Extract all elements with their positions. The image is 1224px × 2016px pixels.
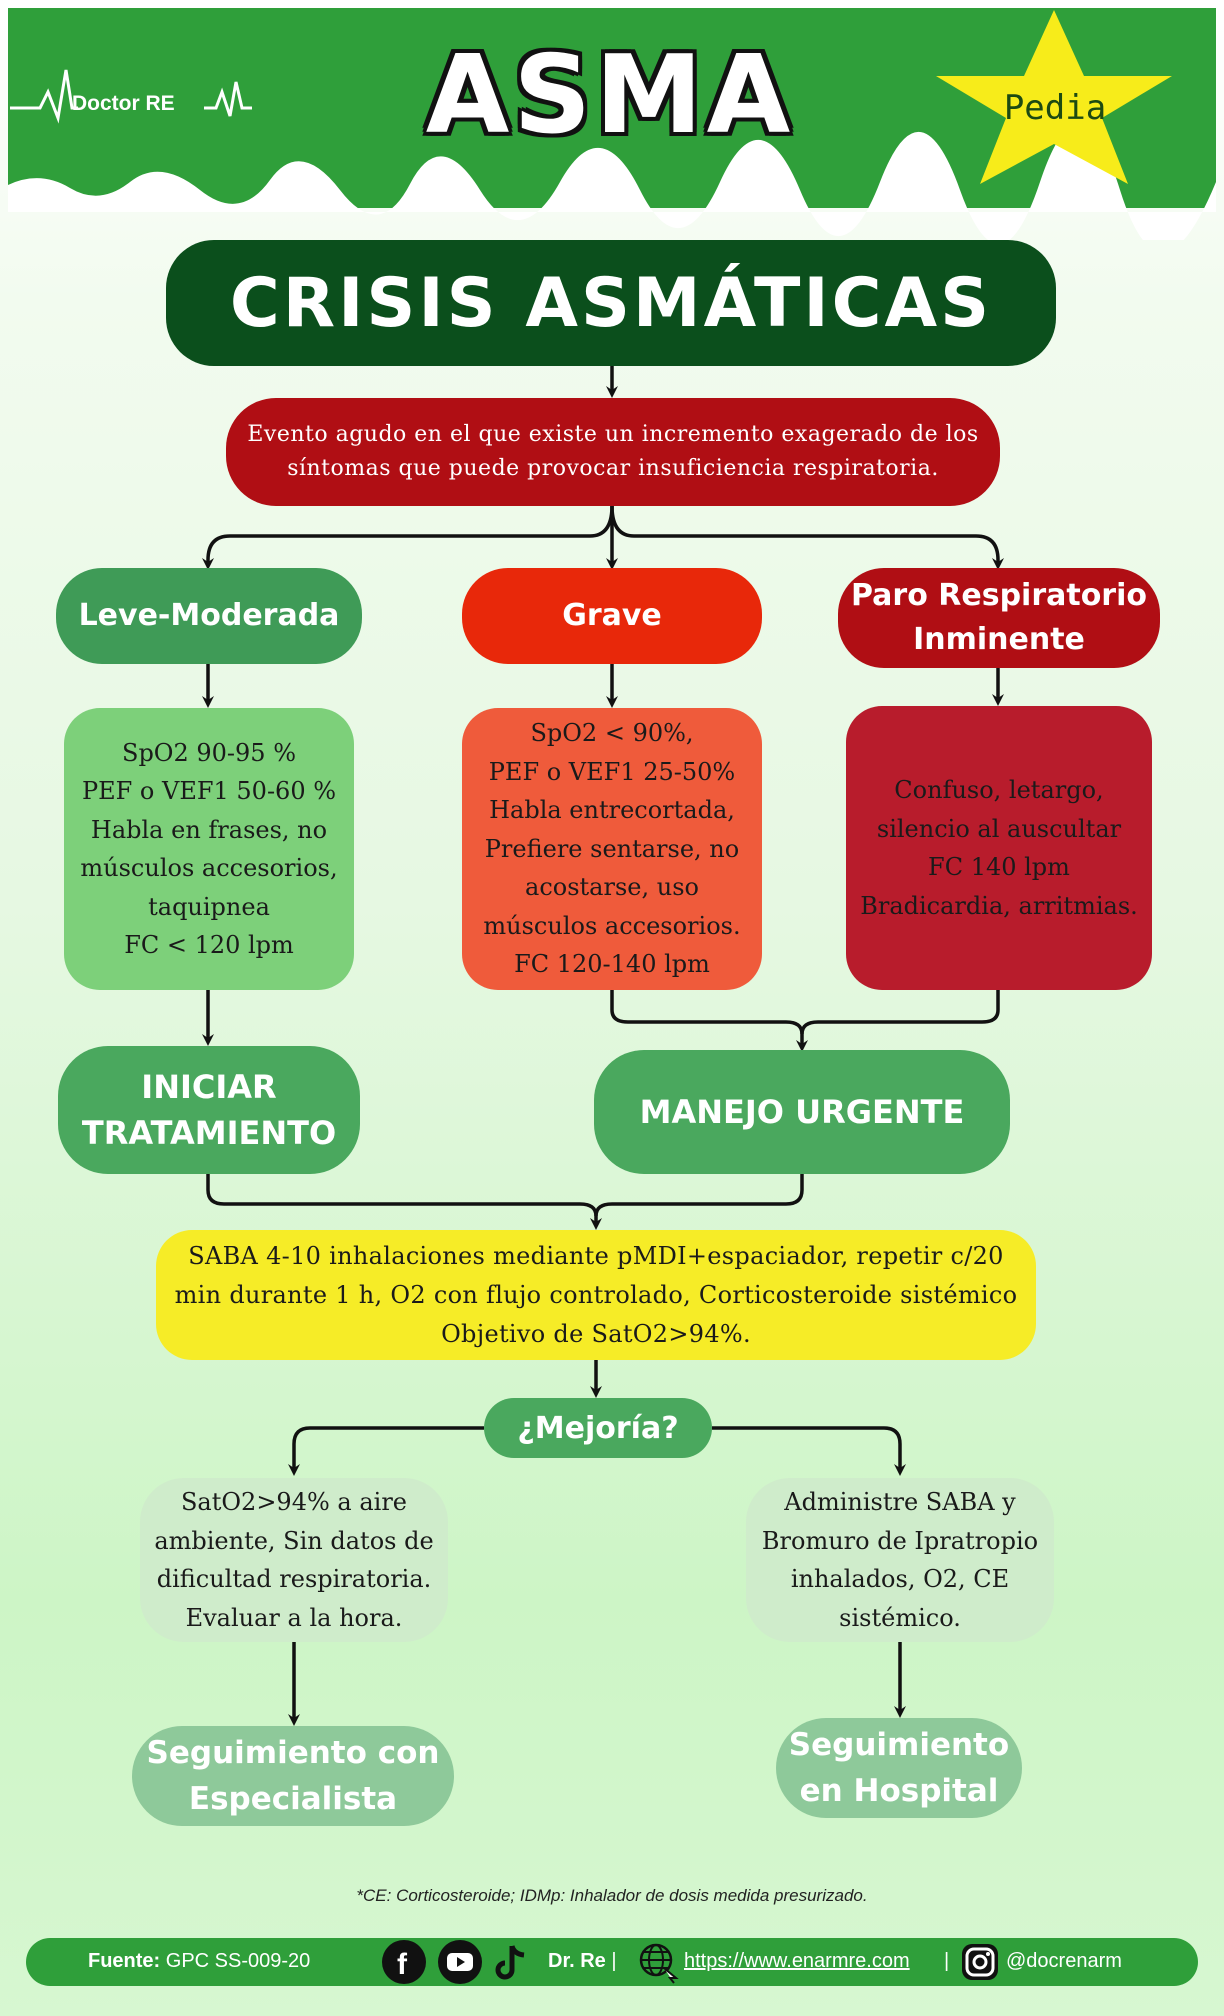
- outcome-line: SatO2>94% a aire: [180, 1488, 408, 1516]
- detail-line: SpO2 < 90%,: [530, 719, 694, 748]
- detail-line: FC 120-140 lpm: [514, 950, 710, 979]
- footnote: *CE: Corticosteroide; IDMp: Inhalador de…: [356, 1886, 868, 1905]
- pedia-badge: Pedia: [1003, 88, 1107, 128]
- outcome-not-improved: Administre SABA y Bromuro de Ipratropio …: [746, 1478, 1054, 1642]
- logo-text[interactable]: Doctor RE: [72, 92, 175, 115]
- instagram-icon[interactable]: [958, 1940, 1002, 1984]
- action-line: INICIAR: [141, 1068, 277, 1106]
- youtube-icon[interactable]: [438, 1940, 482, 1984]
- website-link[interactable]: https://www.enarmre.com: [684, 1950, 910, 1972]
- footer-source-value: GPC SS-009-20: [165, 1950, 311, 1972]
- followup-specialist: Seguimiento con Especialista: [132, 1726, 454, 1826]
- detail-line: FC 140 lpm: [928, 853, 1070, 881]
- detail-line: silencio al auscultar: [876, 814, 1122, 843]
- action-line: TRATAMIENTO: [81, 1114, 337, 1152]
- detail-line: SpO2 90-95 %: [122, 738, 296, 767]
- star-icon: [936, 10, 1172, 184]
- outcome-line: ambiente, Sin datos de: [154, 1526, 434, 1555]
- followup-line: Seguimiento: [788, 1727, 1010, 1763]
- followup-line: Seguimiento con: [146, 1735, 440, 1771]
- detail-line: PEF o VEF1 25-50%: [488, 757, 736, 786]
- facebook-icon[interactable]: f: [382, 1940, 426, 1984]
- detail-line: músculos accesorios,: [80, 854, 338, 882]
- detail-line: Habla entrecortada,: [489, 796, 735, 825]
- footer-author-group: Dr. Re |: [548, 1950, 617, 1973]
- definition-box: Evento agudo en el que existe un increme…: [226, 398, 1000, 506]
- definition-line: Evento agudo en el que existe un increme…: [247, 422, 979, 447]
- outcome-line: Administre SABA y: [784, 1488, 1016, 1516]
- detail-line: Habla en frases, no: [90, 815, 328, 844]
- footer-source-label: Fuente:: [88, 1950, 161, 1972]
- detail-line: FC < 120 lpm: [124, 931, 294, 959]
- treatment-line: min durante 1 h, O2 con flujo controlado…: [174, 1280, 1018, 1309]
- main-title: CRISIS ASMÁTICAS: [166, 240, 1056, 366]
- footer-source: Fuente: GPC SS-009-20: [88, 1950, 310, 1973]
- svg-text:f: f: [397, 1948, 408, 1981]
- detail-line: Prefiere sentarse, no: [484, 834, 740, 863]
- definition-line: síntomas que puede provocar insuficienci…: [287, 456, 939, 481]
- footer-bar: [26, 1938, 1198, 1986]
- footer-separator: |: [611, 1950, 617, 1972]
- improvement-question: ¿Mejoría?: [484, 1398, 712, 1458]
- outcome-line: inhalados, O2, CE: [790, 1565, 1010, 1593]
- detail-line: PEF o VEF1 50-60 %: [81, 777, 337, 805]
- followup-line: Especialista: [188, 1781, 398, 1817]
- globe-icon[interactable]: [636, 1940, 680, 1984]
- followup-line: en Hospital: [799, 1773, 999, 1809]
- outcome-line: dificultad respiratoria.: [156, 1565, 432, 1593]
- outcome-line: Bromuro de Ipratropio: [761, 1526, 1039, 1555]
- details-leve-moderada: SpO2 90-95 % PEF o VEF1 50-60 % Habla en…: [64, 708, 354, 990]
- label-line: Paro Respiratorio: [850, 578, 1147, 613]
- instagram-handle[interactable]: @docrenarm: [1006, 1950, 1122, 1972]
- label-line: Inminente: [913, 622, 1085, 657]
- label-leve-moderada: Leve-Moderada: [56, 568, 362, 664]
- followup-hospital: Seguimiento en Hospital: [776, 1718, 1022, 1818]
- footer-separator: |: [944, 1950, 950, 1972]
- details-paro-respiratorio: Confuso, letargo, silencio al auscultar …: [846, 706, 1152, 990]
- heartbeat-icon: [10, 69, 252, 124]
- page-title: ASMA: [425, 32, 795, 158]
- urgent-management-box: MANEJO URGENTE: [594, 1050, 1010, 1174]
- tiktok-icon[interactable]: [494, 1940, 530, 1984]
- header-wave: [8, 124, 1216, 240]
- treatment-box: SABA 4-10 inhalaciones mediante pMDI+esp…: [156, 1230, 1036, 1360]
- label-grave: Grave: [462, 568, 762, 664]
- outcome-improved: SatO2>94% a aire ambiente, Sin datos de …: [140, 1478, 448, 1642]
- treatment-line: SABA 4-10 inhalaciones mediante pMDI+esp…: [188, 1241, 1004, 1270]
- detail-line: taquipnea: [148, 892, 270, 921]
- treatment-line: Objetivo de SatO2>94%.: [441, 1319, 751, 1348]
- label-paro-respiratorio: Paro Respiratorio Inminente: [838, 568, 1160, 668]
- start-treatment-box: INICIAR TRATAMIENTO: [58, 1046, 360, 1174]
- outcome-line: sistémico.: [839, 1603, 961, 1632]
- detail-line: acostarse, uso: [525, 873, 699, 902]
- detail-line: músculos accesorios.: [483, 911, 741, 940]
- detail-line: Confuso, letargo,: [894, 776, 1104, 804]
- footer-author: Dr. Re: [548, 1950, 606, 1972]
- outcome-line: Evaluar a la hora.: [185, 1603, 403, 1632]
- detail-line: Bradicardia, arritmias.: [860, 891, 1138, 920]
- details-grave: SpO2 < 90%, PEF o VEF1 25-50% Habla entr…: [462, 708, 762, 990]
